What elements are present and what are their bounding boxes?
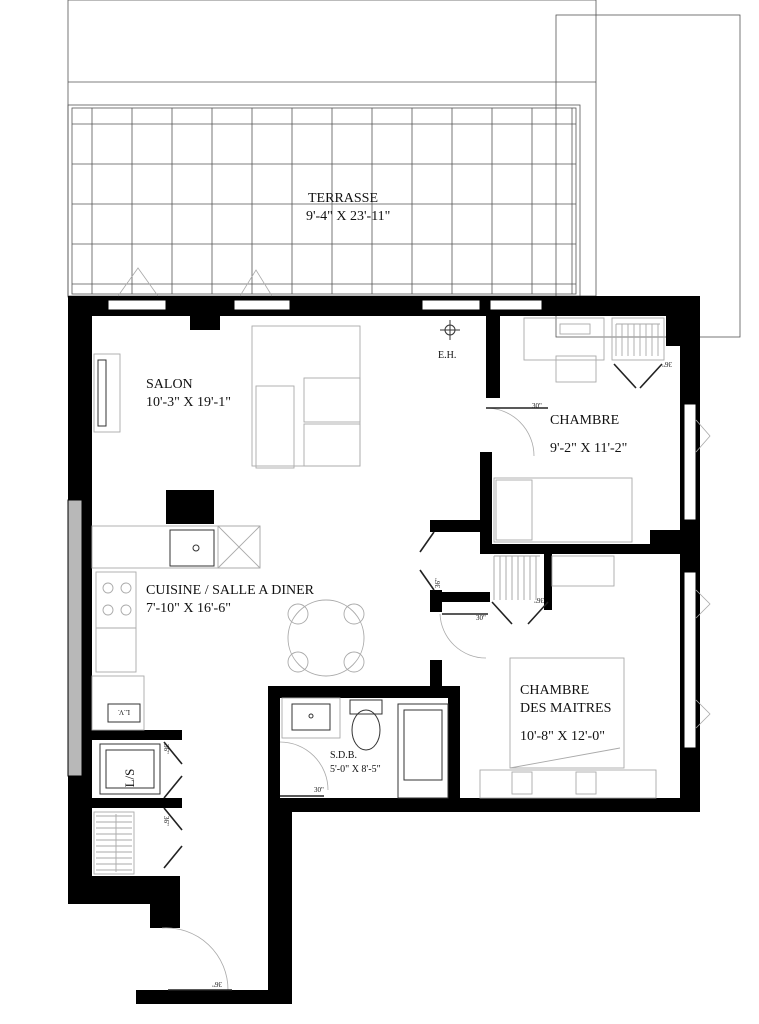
chambre-name: CHAMBRE	[550, 413, 619, 428]
cmaitre-name-2: DES MAITRES	[520, 701, 611, 716]
chambre-closet-width: 36"	[662, 360, 672, 368]
terrasse-dims: 9'-4" X 23'-11"	[306, 209, 390, 224]
chambre-door-width: 30"	[532, 402, 542, 410]
salon-name: SALON	[146, 377, 193, 392]
sdb-name: S.D.B.	[330, 750, 357, 761]
dishwasher-label: L.V.	[118, 708, 130, 716]
furniture	[91, 317, 665, 875]
cmaitre-dims: 10'-8" X 12'-0"	[520, 729, 605, 744]
ls-closet-width: 36"	[162, 744, 170, 754]
chambre-dims: 9'-2" X 11'-2"	[550, 441, 627, 456]
doors	[117, 267, 711, 991]
fixture-labels: E.H. L/S L.V.	[118, 350, 457, 787]
entry-door-width: 36"	[212, 980, 222, 988]
room-labels: TERRASSE 9'-4" X 23'-11" SALON 10'-3" X …	[146, 191, 627, 775]
washer-dryer-label: L/S	[122, 769, 137, 788]
terrace	[67, 104, 581, 298]
salon-dims: 10'-3" X 19'-1"	[146, 395, 231, 410]
cmaitre-door-width: 30"	[476, 614, 486, 622]
cmaitre-name-1: CHAMBRE	[520, 683, 589, 698]
cuisine-dims: 7'-10" X 16'-6"	[146, 601, 231, 616]
context-lines	[67, 0, 741, 338]
water-heater-label: E.H.	[438, 350, 456, 361]
door-width-labels: 30" 36" 36" 30" 36" 30" 36" 36" 36"	[162, 360, 672, 988]
sdb-door-width: 30"	[314, 786, 324, 794]
hall-closet-width: 36"	[434, 578, 442, 588]
cmaitre-closet-width: 36"	[534, 596, 544, 604]
cuisine-name: CUISINE / SALLE A DINER	[146, 583, 315, 598]
entry-closet-width: 36"	[162, 816, 170, 826]
windows	[67, 299, 697, 777]
sdb-dims: 5'-0" X 8'-5"	[330, 764, 381, 775]
terrasse-name: TERRASSE	[308, 191, 378, 206]
